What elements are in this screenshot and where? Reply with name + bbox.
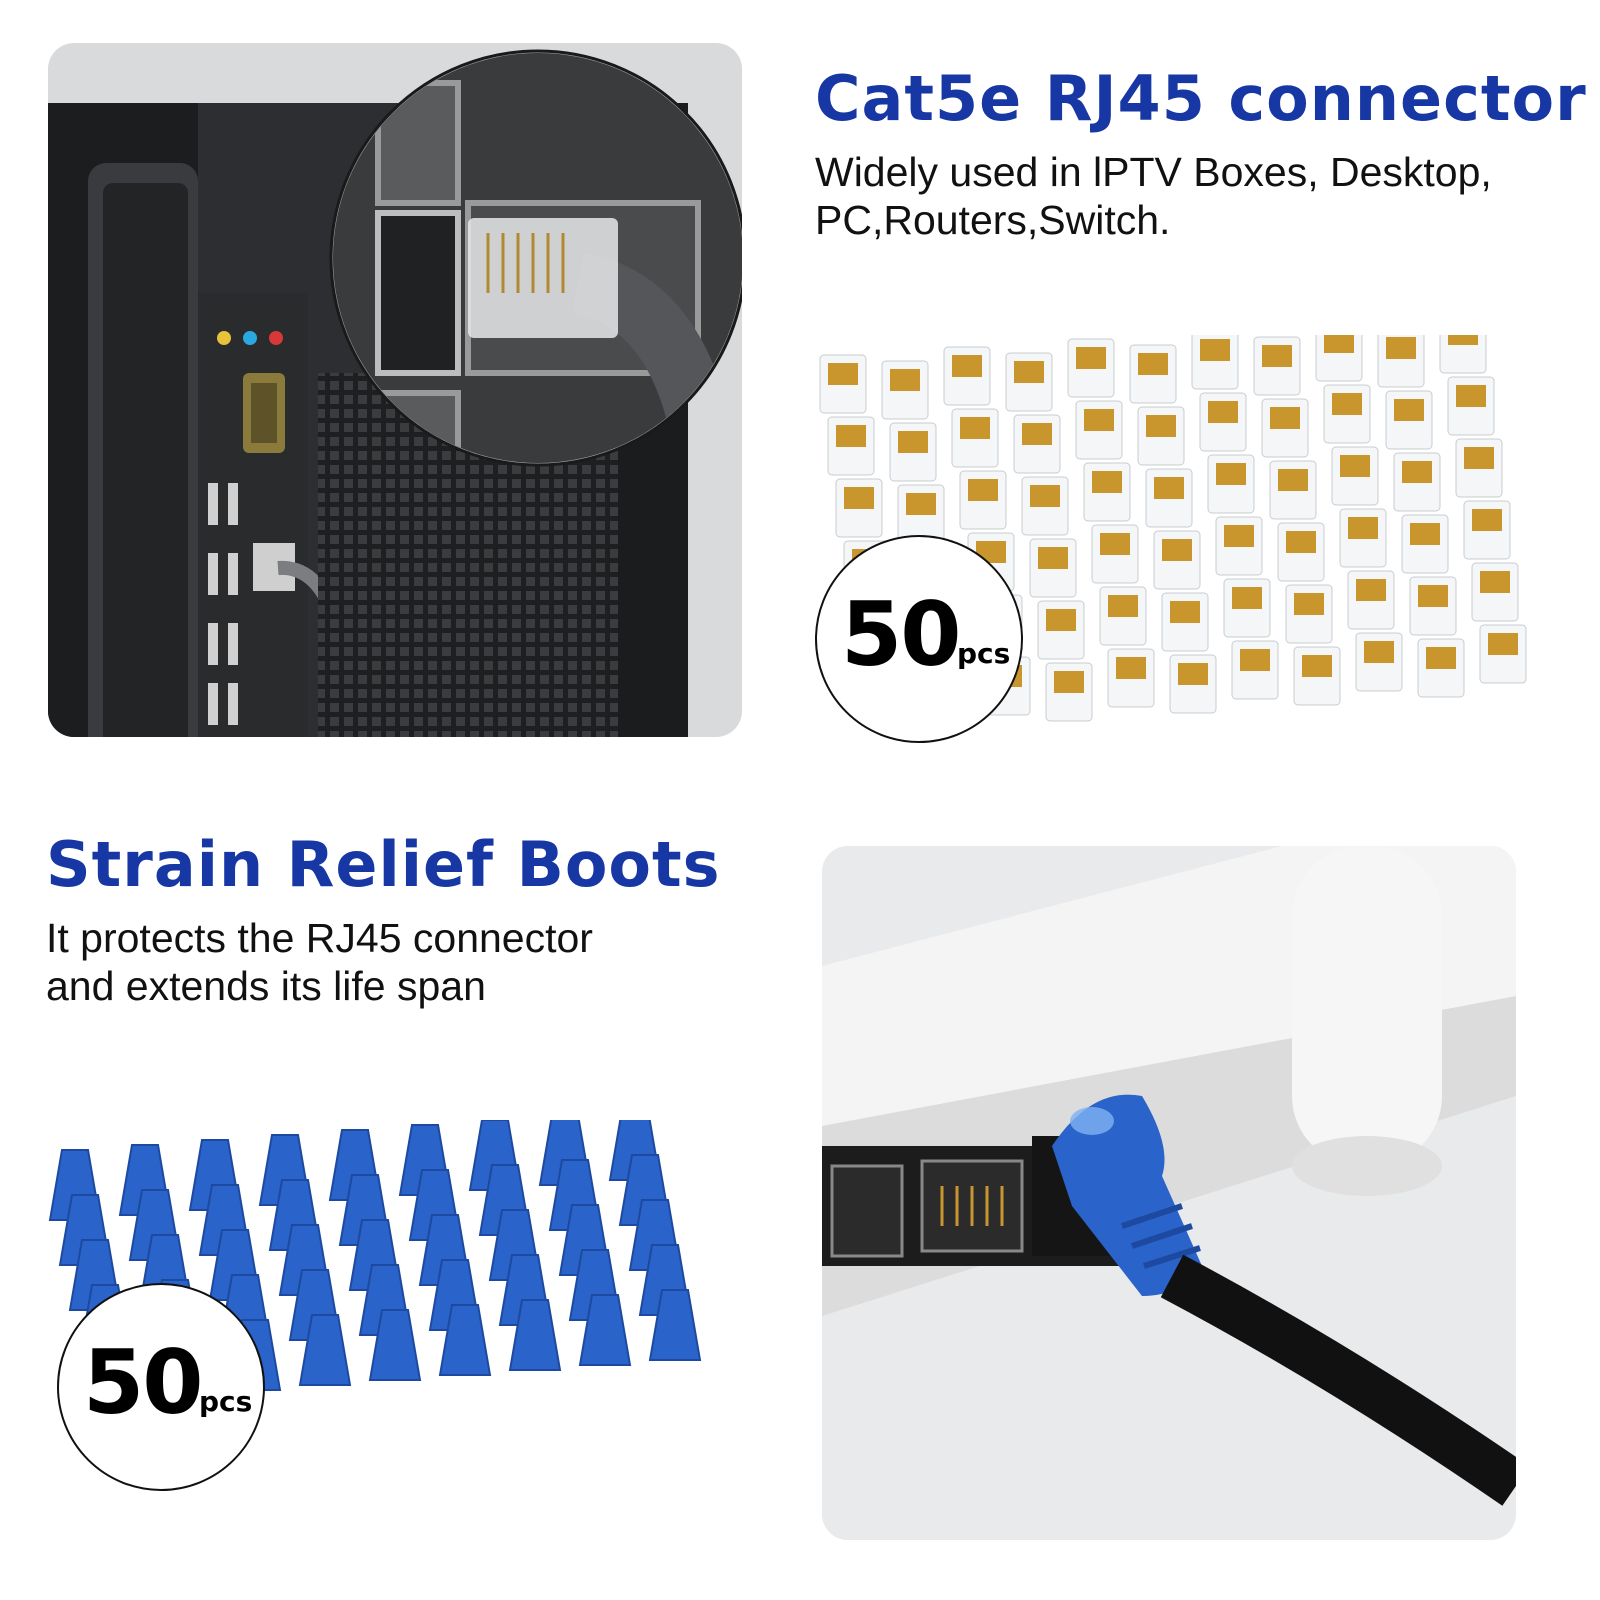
rj45-pins-icon: [1364, 641, 1394, 663]
rj45-pins-icon: [1394, 399, 1424, 421]
boot-icon: [438, 1304, 492, 1376]
rj45-pins-icon: [1014, 361, 1044, 383]
rj45-pins-icon: [1340, 455, 1370, 477]
rj45-pins-icon: [1038, 547, 1068, 569]
boot-icon: [648, 1289, 702, 1361]
connector-count-badge: 50 pcs: [815, 535, 1023, 743]
rj45-pins-icon: [1030, 485, 1060, 507]
rj45-pins-icon: [1046, 609, 1076, 631]
rj45-pins-icon: [1332, 393, 1362, 415]
rj45-pins-icon: [1456, 385, 1486, 407]
rj45-pins-icon: [1448, 335, 1478, 345]
rj45-pins-icon: [1402, 461, 1432, 483]
rj45-pins-icon: [1418, 585, 1448, 607]
rj45-pins-icon: [1240, 649, 1270, 671]
rj45-pins-icon: [1022, 423, 1052, 445]
rj45-pins-icon: [1116, 657, 1146, 679]
rj45-pins-icon: [1138, 353, 1168, 375]
rj45-pins-icon: [1302, 655, 1332, 677]
rj45-pins-icon: [1178, 663, 1208, 685]
rj45-pins-icon: [898, 431, 928, 453]
rj45-pins-icon: [844, 487, 874, 509]
rj45-pins-icon: [1216, 463, 1246, 485]
rj45-pins-icon: [1224, 525, 1254, 547]
router-illustration: [822, 846, 1516, 1540]
boots-count-unit: pcs: [199, 1385, 253, 1418]
rj45-pins-icon: [906, 493, 936, 515]
rj45-pins-icon: [1162, 539, 1192, 561]
connector-count-unit: pcs: [957, 637, 1011, 670]
rj45-pins-icon: [952, 355, 982, 377]
boots-subtitle: It protects the RJ45 connector and exten…: [46, 914, 593, 1010]
rj45-pins-icon: [1472, 509, 1502, 531]
boots-count: 50: [83, 1331, 203, 1434]
rj45-pins-icon: [1208, 401, 1238, 423]
rj45-pins-icon: [836, 425, 866, 447]
rj45-pins-icon: [960, 417, 990, 439]
rj45-pins-icon: [1200, 339, 1230, 361]
rj45-pins-icon: [1084, 409, 1114, 431]
connector-subtitle-line-1: Widely used in lPTV Boxes, Desktop,: [815, 149, 1492, 195]
connector-count: 50: [841, 583, 961, 686]
rj45-pins-icon: [1262, 345, 1292, 367]
rj45-pins-icon: [1270, 407, 1300, 429]
boots-subtitle-line-2: and extends its life span: [46, 963, 486, 1009]
strain-relief-boots-pile: [48, 1120, 702, 1401]
rj45-pins-icon: [1410, 523, 1440, 545]
boots-count-badge: 50 pcs: [57, 1283, 265, 1491]
rj45-pins-icon: [968, 479, 998, 501]
rj45-pins-icon: [1488, 633, 1518, 655]
rj45-pins-icon: [1294, 593, 1324, 615]
rj45-pins-icon: [1426, 647, 1456, 669]
rj45-pins-icon: [1232, 587, 1262, 609]
boots-subtitle-line-1: It protects the RJ45 connector: [46, 915, 593, 961]
rj45-pins-icon: [1076, 347, 1106, 369]
pc-case-illustration: [48, 49, 742, 737]
router-photo: [822, 846, 1516, 1540]
rj45-pins-icon: [1100, 533, 1130, 555]
rj45-pins-icon: [1092, 471, 1122, 493]
rj45-pins-icon: [1054, 671, 1084, 693]
rj45-pins-icon: [1480, 571, 1510, 593]
rj45-pins-icon: [890, 369, 920, 391]
rj45-pins-icon: [1278, 469, 1308, 491]
rj45-pins-icon: [828, 363, 858, 385]
pc-case-photo: [48, 43, 742, 737]
boots-title: Strain Relief Boots: [46, 828, 721, 901]
connector-title: Cat5e RJ45 connector: [815, 62, 1587, 135]
boot-icon: [368, 1309, 422, 1381]
rj45-pins-icon: [1146, 415, 1176, 437]
connector-subtitle: Widely used in lPTV Boxes, Desktop, PC,R…: [815, 148, 1492, 244]
rj45-pins-icon: [1356, 579, 1386, 601]
connector-subtitle-line-2: PC,Routers,Switch.: [815, 197, 1171, 243]
boot-icon: [508, 1299, 562, 1371]
rj45-pins-icon: [1170, 601, 1200, 623]
rj45-pins-icon: [1108, 595, 1138, 617]
boot-icon: [298, 1314, 352, 1386]
rj45-pins-icon: [1154, 477, 1184, 499]
rj45-pins-icon: [1464, 447, 1494, 469]
rj45-pins-icon: [1286, 531, 1316, 553]
rj45-pins-icon: [1386, 337, 1416, 359]
rj45-pins-icon: [1348, 517, 1378, 539]
boot-icon: [578, 1294, 632, 1366]
rj45-pins-icon: [1324, 335, 1354, 353]
